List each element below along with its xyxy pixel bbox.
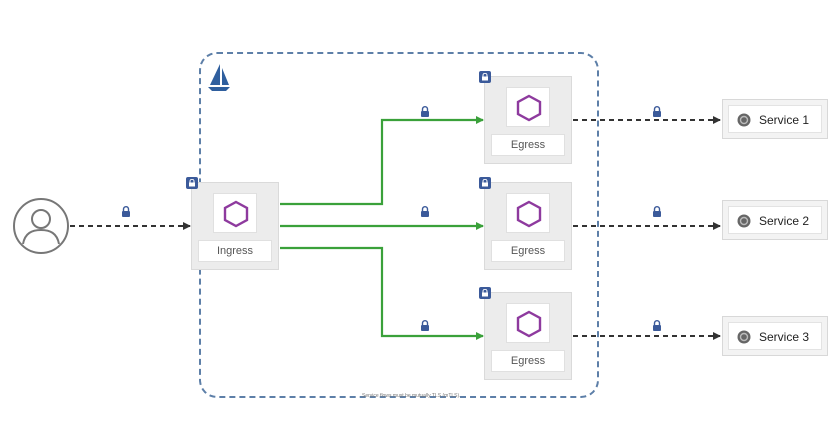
service-icon: [737, 330, 751, 344]
lock-icon: [421, 106, 429, 117]
service-label: Service 3: [759, 330, 810, 344]
service-label: Service 1: [759, 113, 810, 127]
lock-icon: [421, 206, 429, 217]
egress-proxy-3: Egress: [479, 287, 572, 380]
hexagon-box: [506, 193, 550, 233]
sailboat-icon: [208, 64, 230, 91]
egress-proxy-1: Egress: [479, 71, 572, 164]
lock-icon: [653, 206, 661, 217]
hexagon-icon: [516, 200, 542, 228]
lock-icon: [122, 206, 130, 217]
service-card: Service 1: [728, 105, 822, 133]
egress-label: Egress: [491, 350, 565, 372]
hexagon-box: [506, 87, 550, 127]
egress-proxy-2: Egress: [479, 177, 572, 270]
service-3-node: Service 3: [722, 316, 828, 356]
service-2-node: Service 2: [722, 200, 828, 240]
user-icon: [13, 198, 69, 254]
lock-icon: [482, 73, 488, 81]
lock-icon: [482, 289, 488, 297]
lock-icon: [482, 179, 488, 187]
lock-badge: [186, 177, 198, 189]
lock-icon: [189, 179, 195, 187]
service-icon: [737, 113, 751, 127]
service-1-node: Service 1: [722, 99, 828, 139]
lock-icon: [653, 106, 661, 117]
hexagon-box: [506, 303, 550, 343]
footnote: Service flows must be mutually TLS (mTLS…: [362, 393, 461, 399]
hexagon-icon: [516, 94, 542, 122]
lock-badge: [479, 287, 491, 299]
service-card: Service 2: [728, 206, 822, 234]
service-label: Service 2: [759, 214, 810, 228]
ingress-label: Ingress: [198, 240, 272, 262]
lock-badge: [479, 177, 491, 189]
hexagon-icon: [516, 310, 542, 338]
lock-badge: [479, 71, 491, 83]
ingress-to-egress-1-link: [280, 116, 484, 206]
service-card: Service 3: [728, 322, 822, 350]
hexagon-box: [213, 193, 257, 233]
ingress-proxy: Ingress: [186, 177, 279, 270]
hexagon-icon: [223, 200, 249, 228]
lock-icon: [421, 320, 429, 331]
ingress-to-egress-3-link: [280, 246, 484, 340]
egress-label: Egress: [491, 240, 565, 262]
egress-label: Egress: [491, 134, 565, 156]
service-icon: [737, 214, 751, 228]
lock-icon: [653, 320, 661, 331]
